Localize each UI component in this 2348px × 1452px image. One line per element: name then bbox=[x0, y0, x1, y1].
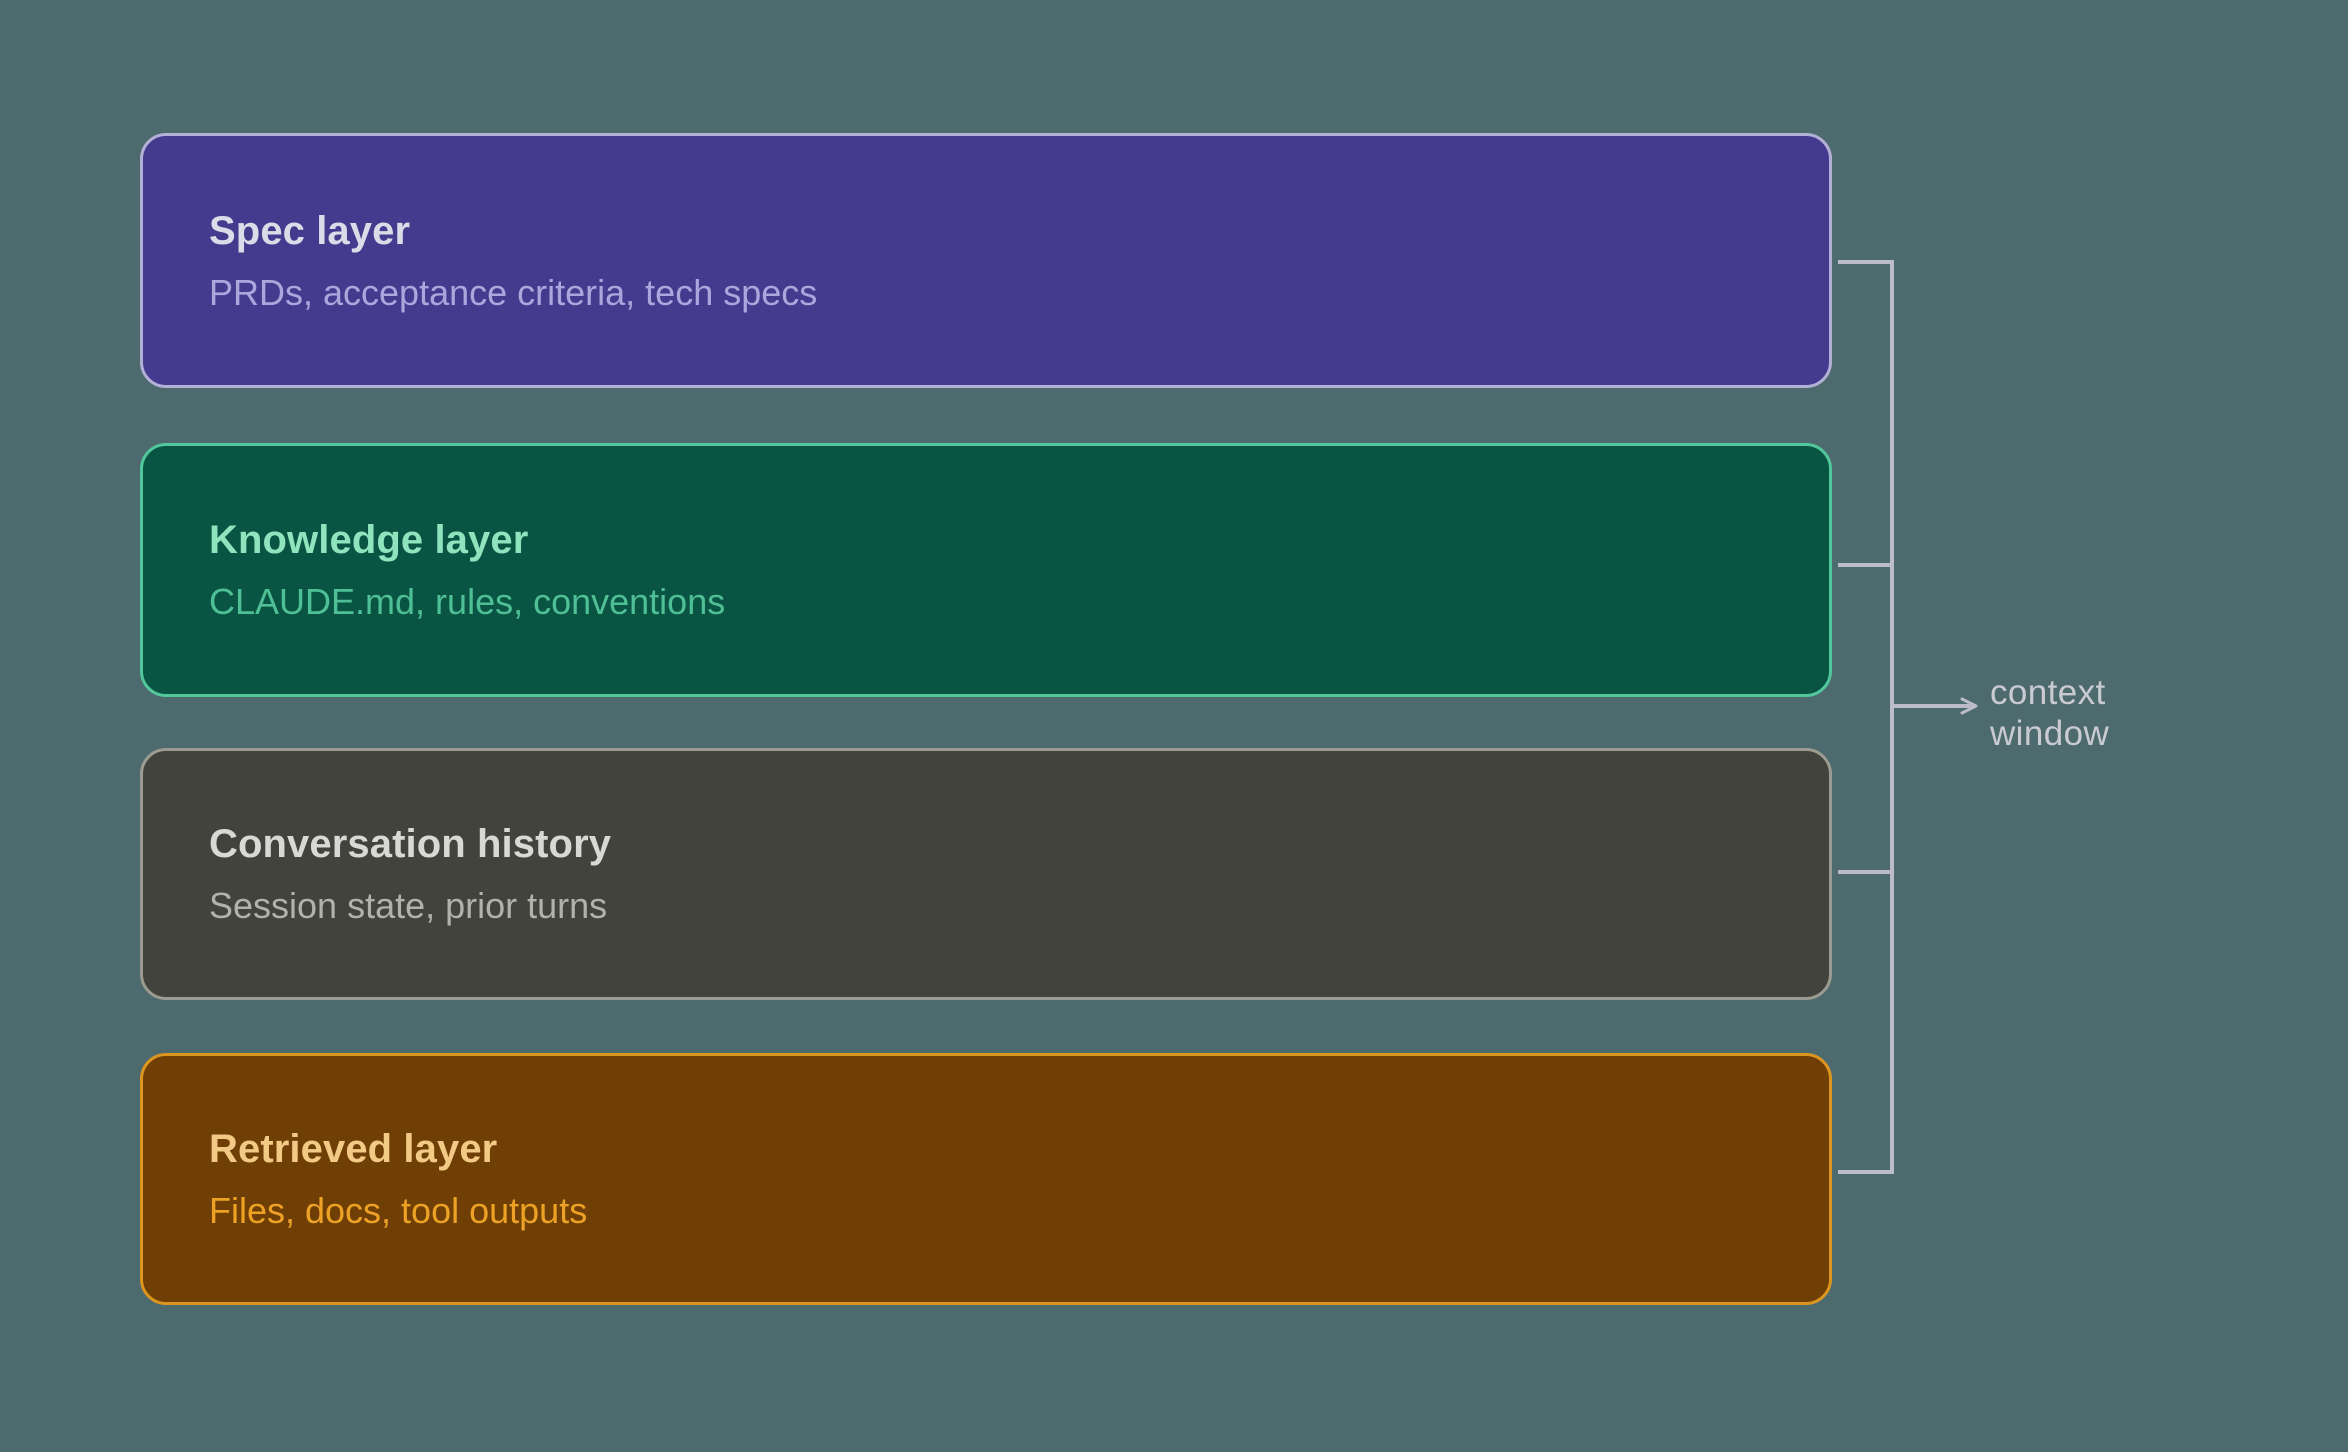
layer-title-retrieved: Retrieved layer bbox=[209, 1127, 498, 1172]
layer-box-spec[interactable]: Spec layer PRDs, acceptance criteria, te… bbox=[140, 133, 1832, 388]
layer-subtitle-conversation-history: Session state, prior turns bbox=[209, 885, 608, 927]
layer-subtitle-spec: PRDs, acceptance criteria, tech specs bbox=[209, 271, 818, 313]
layer-subtitle-retrieved: Files, docs, tool outputs bbox=[209, 1190, 588, 1232]
layer-title-knowledge: Knowledge layer bbox=[209, 518, 529, 563]
layer-box-knowledge[interactable]: Knowledge layer CLAUDE.md, rules, conven… bbox=[140, 443, 1832, 697]
layer-box-conversation-history[interactable]: Conversation history Session state, prio… bbox=[140, 748, 1832, 1000]
bracket-connector bbox=[1838, 260, 1978, 1174]
context-window-label: context window bbox=[1990, 672, 2320, 755]
layer-title-conversation-history: Conversation history bbox=[209, 822, 612, 867]
context-window-label-line-1: context bbox=[1990, 673, 2106, 712]
layer-subtitle-knowledge: CLAUDE.md, rules, conventions bbox=[209, 581, 726, 623]
context-window-label-line-2: window bbox=[1990, 714, 2110, 754]
layer-title-spec: Spec layer bbox=[209, 208, 411, 253]
arrow-head-icon bbox=[1960, 697, 1978, 715]
layer-box-retrieved[interactable]: Retrieved layer Files, docs, tool output… bbox=[140, 1053, 1832, 1305]
